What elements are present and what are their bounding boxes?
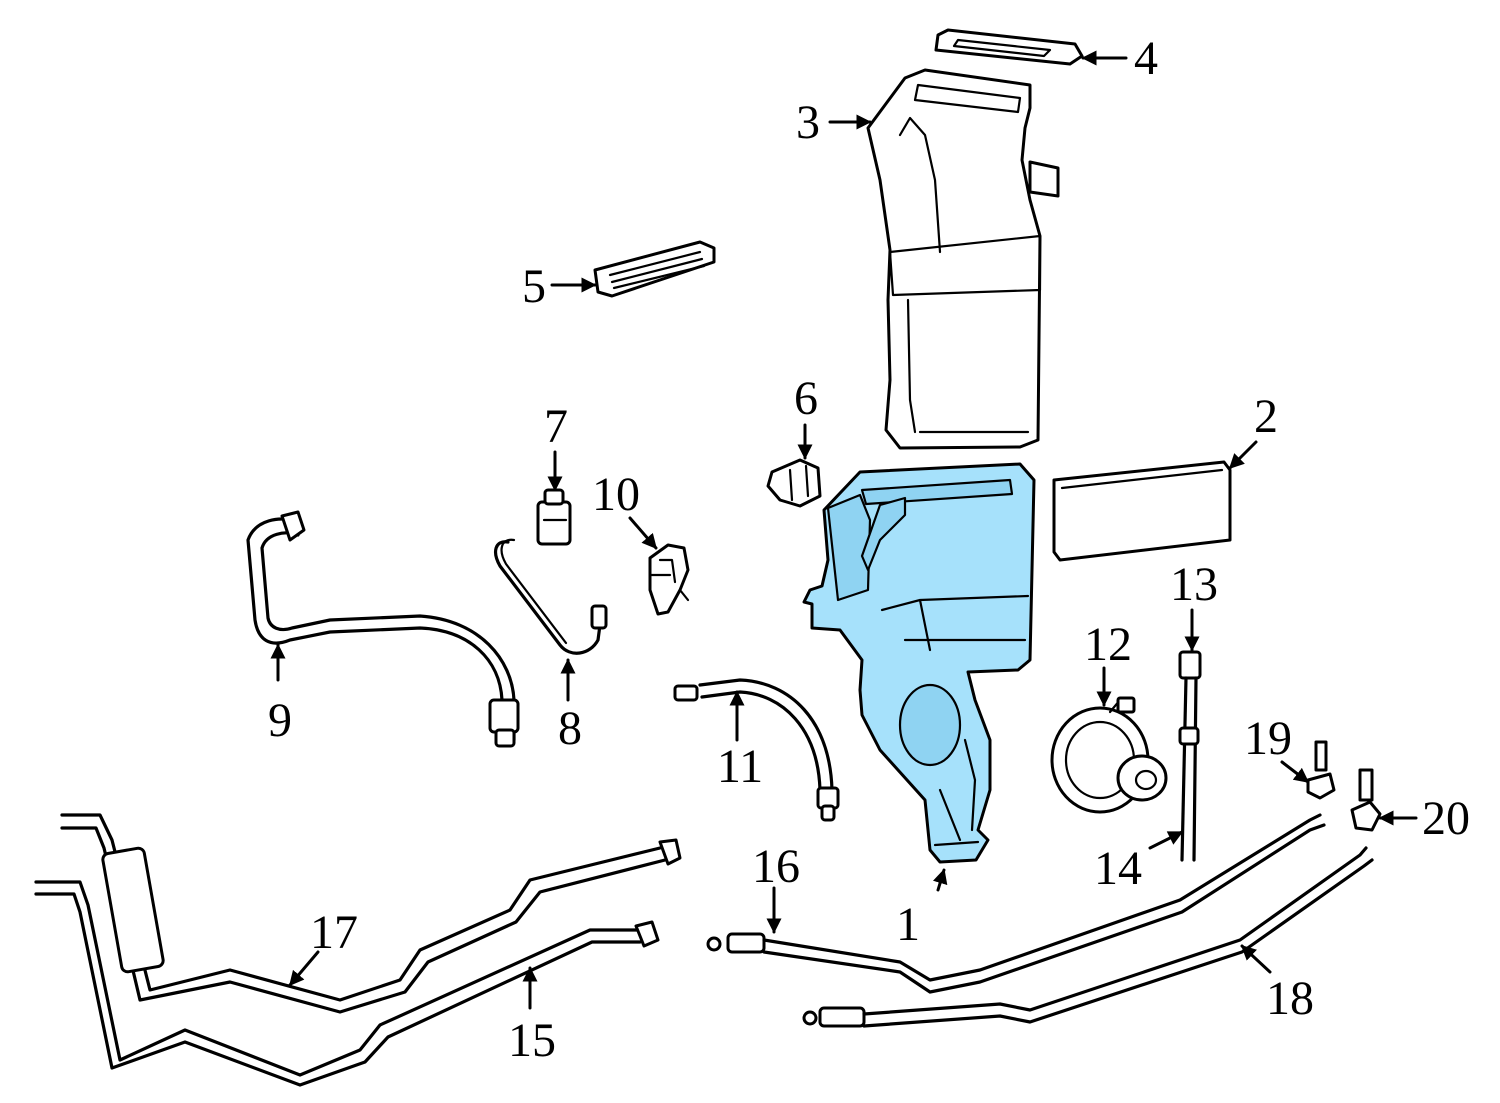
callout-16: 16 [752,840,800,893]
callout-2: 2 [1254,390,1278,443]
callout-13: 13 [1170,558,1218,611]
callout-leaders [270,50,1418,1010]
callout-20: 20 [1422,792,1470,845]
leader-2 [1228,440,1258,470]
callout-labels: 1 2 3 4 5 6 7 8 9 10 11 12 13 14 15 16 1… [268,32,1470,1067]
part-3-duct[interactable] [866,68,1060,450]
callout-5: 5 [522,260,546,313]
callout-14: 14 [1094,842,1142,895]
part-8-tube[interactable] [493,538,608,655]
callout-18: 18 [1266,972,1314,1025]
part-20-nut-bolt[interactable] [1350,768,1382,832]
part-9-hose[interactable] [246,510,520,748]
callout-7: 7 [544,400,568,453]
part-2-filter[interactable] [1052,460,1232,562]
callout-6: 6 [794,372,818,425]
callout-3: 3 [796,96,820,149]
part-15-line[interactable] [34,880,660,1087]
part-7-switch[interactable] [536,488,572,546]
part-6-clip[interactable] [766,458,822,508]
callout-11: 11 [717,740,763,793]
part-11-hose[interactable] [673,678,840,822]
part-14-tube[interactable] [1178,676,1200,862]
leader-10 [628,516,658,550]
callout-15: 15 [508,1014,556,1067]
leader-17 [288,950,320,987]
leader-19 [1280,760,1310,784]
callout-10: 10 [592,468,640,521]
callout-4: 4 [1134,32,1158,85]
callout-1: 1 [896,898,920,951]
callout-12: 12 [1084,618,1132,671]
callout-9: 9 [268,694,292,747]
leader-18 [1240,944,1272,974]
part-18-line[interactable] [802,846,1374,1028]
part-1-evaporator-housing[interactable] [802,462,1036,864]
part-17-line[interactable] [60,813,682,1014]
leader-1 [932,868,948,892]
part-4-gasket[interactable] [934,28,1084,66]
part-5-vent[interactable] [593,240,716,298]
callout-19: 19 [1244,712,1292,765]
leader-14 [1148,830,1184,850]
part-12-blower-motor[interactable] [1050,696,1168,814]
part-19-nut-bolt[interactable] [1306,740,1336,800]
callout-8: 8 [558,702,582,755]
part-16-line[interactable] [706,813,1326,994]
part-13-fitting[interactable] [1178,650,1202,680]
callout-17: 17 [310,906,358,959]
part-10-valve[interactable] [648,543,690,616]
